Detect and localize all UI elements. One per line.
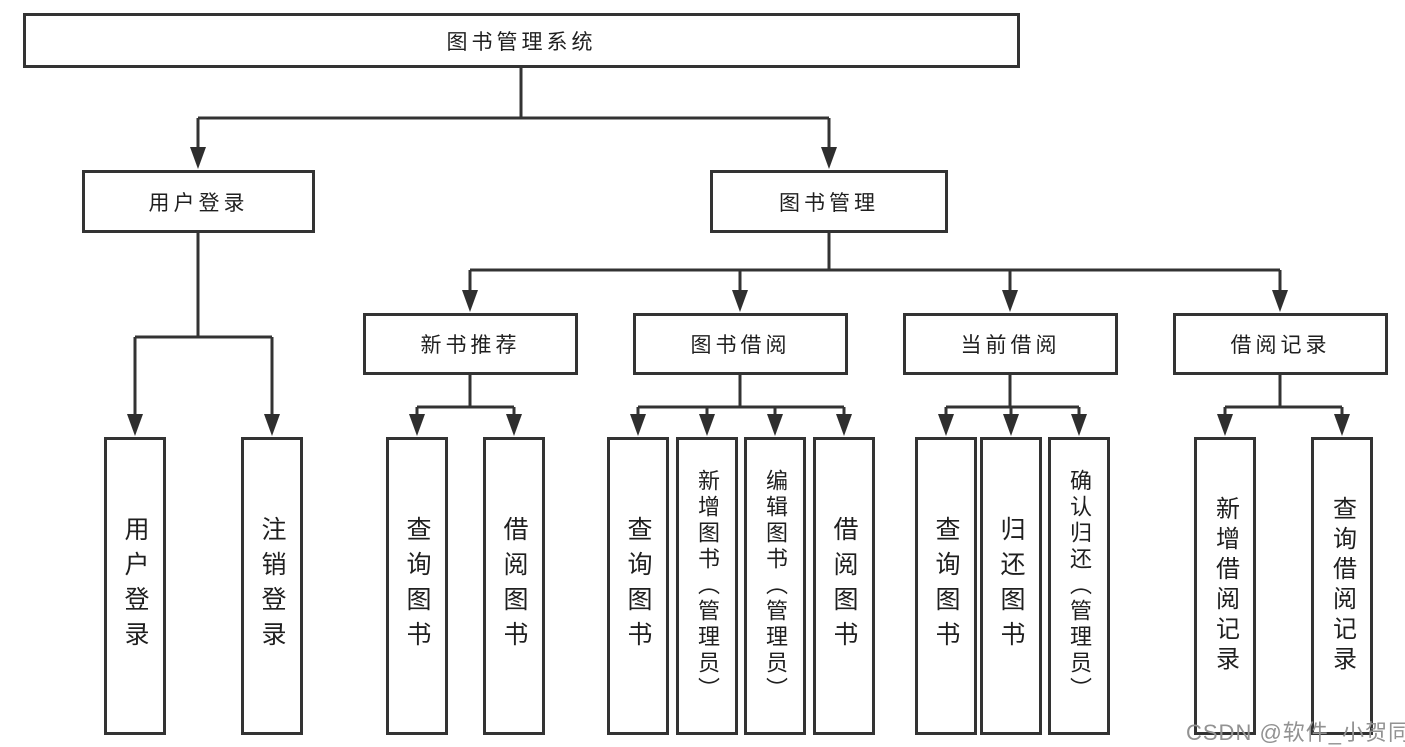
leaf-cb-confirm-return-admin: 确认归还（管理员） bbox=[1048, 437, 1110, 735]
node-current-borrow: 当前借阅 bbox=[903, 313, 1118, 375]
node-current-borrow-label: 当前借阅 bbox=[960, 334, 1061, 357]
leaf-bb-query-books-label: 查询图书 bbox=[624, 516, 652, 656]
node-book-borrow: 图书借阅 bbox=[633, 313, 848, 375]
leaf-cb-return-books-label: 归还图书 bbox=[997, 516, 1025, 656]
leaf-cb-query-books-label: 查询图书 bbox=[932, 516, 960, 656]
leaf-bb-borrow-books: 借阅图书 bbox=[813, 437, 875, 735]
leaf-bb-query-books: 查询图书 bbox=[607, 437, 669, 735]
leaf-nbr-borrow-books: 借阅图书 bbox=[483, 437, 545, 735]
node-user-login-label: 用户登录 bbox=[148, 191, 249, 215]
leaf-nbr-query-books-label: 查询图书 bbox=[403, 516, 431, 656]
arrowhead-icons bbox=[127, 147, 1350, 436]
node-new-book-recommend-label: 新书推荐 bbox=[420, 334, 521, 357]
node-borrow-records: 借阅记录 bbox=[1173, 313, 1388, 375]
leaf-nbr-query-books: 查询图书 bbox=[386, 437, 448, 735]
leaf-br-add-record: 新增借阅记录 bbox=[1194, 437, 1256, 735]
csdn-watermark: CSDN @软件_小贺同学 bbox=[1186, 720, 1405, 745]
node-library-system: 图书管理系统 bbox=[23, 13, 1020, 68]
leaf-br-query-record: 查询借阅记录 bbox=[1311, 437, 1373, 735]
leaf-bb-add-books-admin-label: 新增图书（管理员） bbox=[695, 469, 720, 703]
node-library-system-label: 图书管理系统 bbox=[446, 30, 597, 54]
leaf-nbr-borrow-books-label: 借阅图书 bbox=[500, 516, 528, 656]
leaf-user-login: 用户登录 bbox=[104, 437, 166, 735]
node-book-management-label: 图书管理 bbox=[779, 191, 879, 215]
leaf-br-query-record-label: 查询借阅记录 bbox=[1328, 496, 1356, 676]
leaf-logout-label: 注销登录 bbox=[258, 516, 286, 656]
leaf-cb-query-books: 查询图书 bbox=[915, 437, 977, 735]
leaf-user-login-label: 用户登录 bbox=[121, 516, 149, 656]
leaf-bb-add-books-admin: 新增图书（管理员） bbox=[676, 437, 738, 735]
node-user-login: 用户登录 bbox=[82, 170, 315, 233]
leaf-cb-return-books: 归还图书 bbox=[980, 437, 1042, 735]
node-new-book-recommend: 新书推荐 bbox=[363, 313, 578, 375]
leaf-cb-confirm-return-admin-label: 确认归还（管理员） bbox=[1067, 469, 1092, 703]
node-borrow-records-label: 借阅记录 bbox=[1230, 334, 1331, 357]
leaf-logout: 注销登录 bbox=[241, 437, 303, 735]
node-book-management: 图书管理 bbox=[710, 170, 948, 233]
leaf-bb-edit-books-admin-label: 编辑图书（管理员） bbox=[763, 469, 788, 703]
leaf-br-add-record-label: 新增借阅记录 bbox=[1211, 496, 1239, 676]
leaf-bb-borrow-books-label: 借阅图书 bbox=[830, 516, 858, 656]
node-book-borrow-label: 图书借阅 bbox=[690, 334, 791, 357]
leaf-bb-edit-books-admin: 编辑图书（管理员） bbox=[744, 437, 806, 735]
